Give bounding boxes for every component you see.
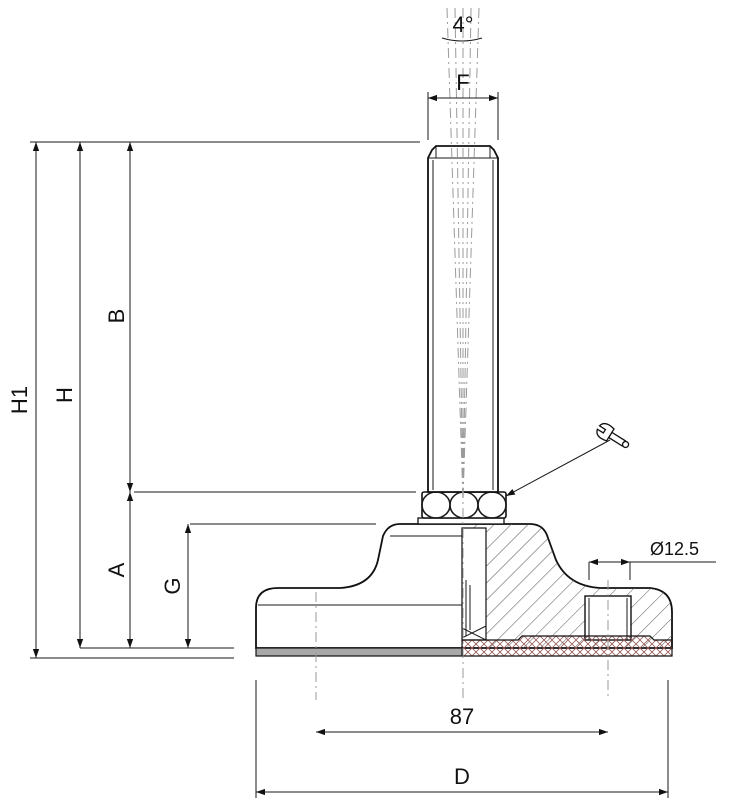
extension-lines (30, 141, 420, 659)
washer (417, 517, 505, 525)
dim-F-label: F (456, 70, 469, 95)
dimension-G: G (160, 524, 192, 648)
threaded-spindle (427, 145, 499, 493)
wrench-leader (505, 439, 611, 497)
dim-B-label: B (104, 309, 129, 324)
dimension-H1: H1 (7, 142, 40, 658)
anti-slip-pad (255, 635, 673, 657)
angle-label: 4° (452, 12, 473, 37)
dimension-A: A (104, 492, 134, 648)
angle-dimension: 4° (441, 12, 483, 42)
dim-H-label: H (52, 387, 77, 403)
spindle-pocket (461, 527, 487, 641)
dim-D-label: D (454, 764, 470, 789)
centerlines (315, 7, 609, 700)
wrench-icon (596, 422, 630, 449)
dim-hole-label: Ø12.5 (650, 539, 699, 559)
dimension-H: H (52, 142, 84, 648)
dimension-F: F (427, 70, 499, 140)
hex-nut (421, 491, 507, 519)
dim-H1-label: H1 (7, 386, 32, 414)
dimension-hole: Ø12.5 (588, 539, 716, 580)
dim-A-label: A (104, 562, 129, 577)
dim-G-label: G (160, 577, 185, 594)
dimension-D: D (255, 680, 669, 798)
dimension-B: B (104, 142, 134, 492)
dim-pitch-label: 87 (450, 704, 474, 729)
dimension-pitch: 87 (316, 704, 608, 736)
